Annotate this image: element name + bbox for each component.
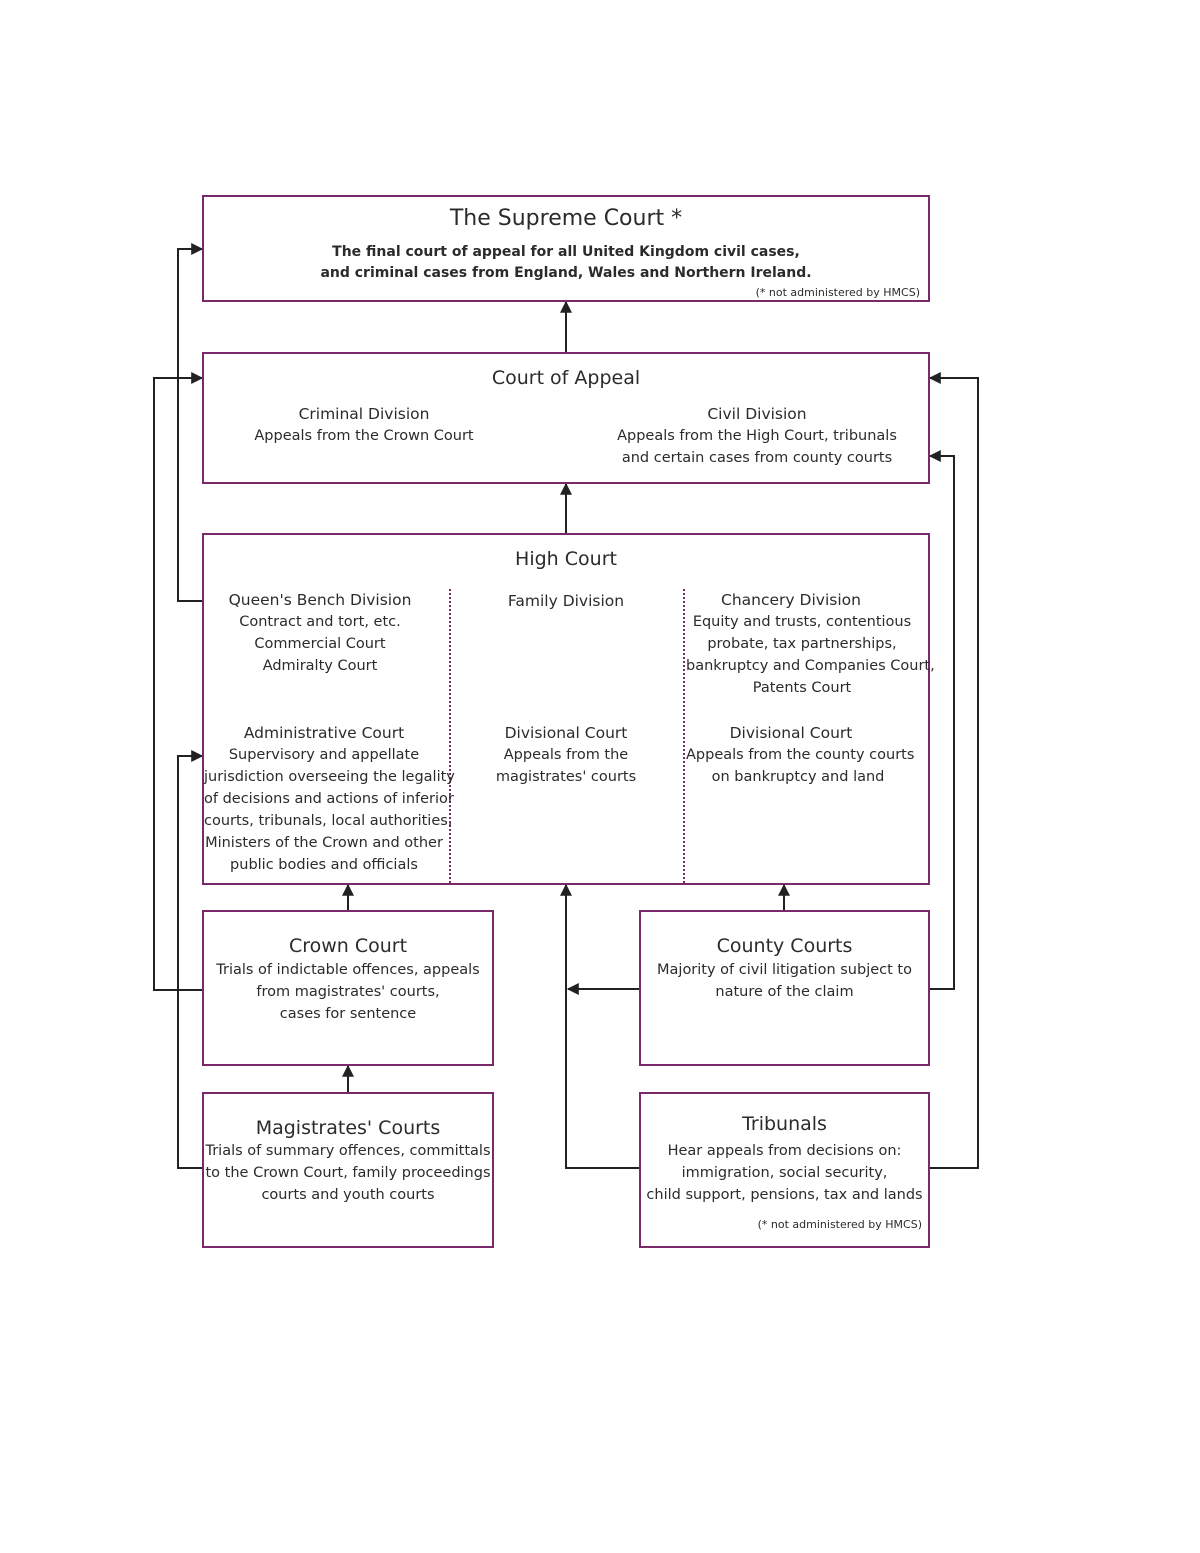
chancery-line4: Patents Court [752, 680, 852, 696]
crown-court-line2: from magistrates' courts, [256, 984, 440, 1000]
county-courts-title: County Courts [716, 935, 853, 957]
qbd-line3: Admiralty Court [262, 658, 378, 674]
magistrates-courts-line2: to the Crown Court, family proceedings [205, 1165, 491, 1181]
crown-court-line1: Trials of indictable offences, appeals [216, 962, 480, 978]
admin-court-heading: Administrative Court [243, 724, 405, 742]
civil-division-heading: Civil Division [707, 405, 807, 423]
high-court-divider-left [449, 589, 451, 883]
divisional-court-chancery-line1: Appeals from the county courts [686, 747, 915, 763]
supreme-court-note: (* not administered by HMCS) [755, 286, 920, 299]
qbd-line1: Contract and tort, etc. [239, 614, 401, 630]
tribunals-title: Tribunals [742, 1113, 827, 1135]
admin-court-line2: jurisdiction overseeing the legality [204, 769, 455, 785]
tribunals-box: Tribunals Hear appeals from decisions on… [639, 1092, 930, 1248]
magistrates-courts-box: Magistrates' Courts Trials of summary of… [202, 1092, 494, 1248]
crown-court-box: Crown Court Trials of indictable offence… [202, 910, 494, 1066]
supreme-court-line2: and criminal cases from England, Wales a… [320, 265, 812, 281]
court-of-appeal-title: Court of Appeal [491, 367, 641, 389]
qbd-line2: Commercial Court [254, 636, 386, 652]
civil-division-line2: and certain cases from county courts [621, 450, 893, 466]
criminal-division-heading: Criminal Division [298, 405, 430, 423]
chancery-line2: probate, tax partnerships, [707, 636, 897, 652]
chancery-line3: bankruptcy and Companies Court, [686, 658, 935, 674]
arrow-tribunals-to-appeal [928, 372, 979, 1169]
admin-court-line4: courts, tribunals, local authorities, [204, 813, 453, 829]
admin-court-line5: Ministers of the Crown and other [205, 835, 443, 851]
admin-court-line1: Supervisory and appellate [228, 747, 420, 763]
chancery-line1: Equity and trusts, contentious [692, 614, 912, 630]
crown-court-title: Crown Court [288, 935, 408, 957]
court-of-appeal-box: Court of Appeal Criminal Division Appeal… [202, 352, 930, 484]
magistrates-courts-title: Magistrates' Courts [255, 1117, 441, 1139]
supreme-court-title: The Supreme Court * [449, 206, 683, 231]
magistrates-courts-line3: courts and youth courts [261, 1187, 435, 1203]
divisional-court-family-heading: Divisional Court [504, 724, 628, 742]
high-court-divider-right [683, 589, 685, 883]
civil-division-line1: Appeals from the High Court, tribunals [617, 428, 897, 444]
divisional-court-chancery-heading: Divisional Court [729, 724, 853, 742]
supreme-court-box: The Supreme Court * The final court of a… [202, 195, 930, 302]
qbd-heading: Queen's Bench Division [228, 591, 412, 609]
high-court-title: High Court [515, 548, 617, 570]
tribunals-line1: Hear appeals from decisions on: [667, 1143, 902, 1159]
magistrates-courts-line1: Trials of summary offences, committals [205, 1143, 491, 1159]
admin-court-line3: of decisions and actions of inferior [204, 791, 454, 807]
tribunals-line3: child support, pensions, tax and lands [646, 1187, 923, 1203]
arrow-county-to-appeal [928, 450, 955, 990]
crown-court-line3: cases for sentence [279, 1006, 417, 1022]
county-courts-line2: nature of the claim [715, 984, 854, 1000]
tribunals-line2: immigration, social security, [681, 1165, 888, 1181]
arrow-magistrates-to-admin [177, 750, 204, 1169]
criminal-division-line1: Appeals from the Crown Court [254, 428, 474, 444]
arrow-tribunals-to-high [560, 883, 639, 1169]
chancery-heading: Chancery Division [721, 591, 861, 609]
family-division-heading: Family Division [507, 592, 625, 610]
arrow-qbd-to-supreme [177, 243, 204, 602]
divisional-court-chancery-line2: on bankruptcy and land [711, 769, 885, 785]
high-court-box: High Court Queen's Bench Division Contra… [202, 533, 935, 885]
county-courts-box: County Courts Majority of civil litigati… [639, 910, 930, 1066]
divisional-court-family-line1: Appeals from the [503, 747, 629, 763]
divisional-court-family-line2: magistrates' courts [495, 769, 637, 785]
supreme-court-line1: The final court of appeal for all United… [332, 244, 800, 260]
tribunals-note: (* not administered by HMCS) [757, 1218, 922, 1231]
admin-court-line6: public bodies and officials [230, 857, 418, 873]
county-courts-line1: Majority of civil litigation subject to [657, 962, 912, 978]
